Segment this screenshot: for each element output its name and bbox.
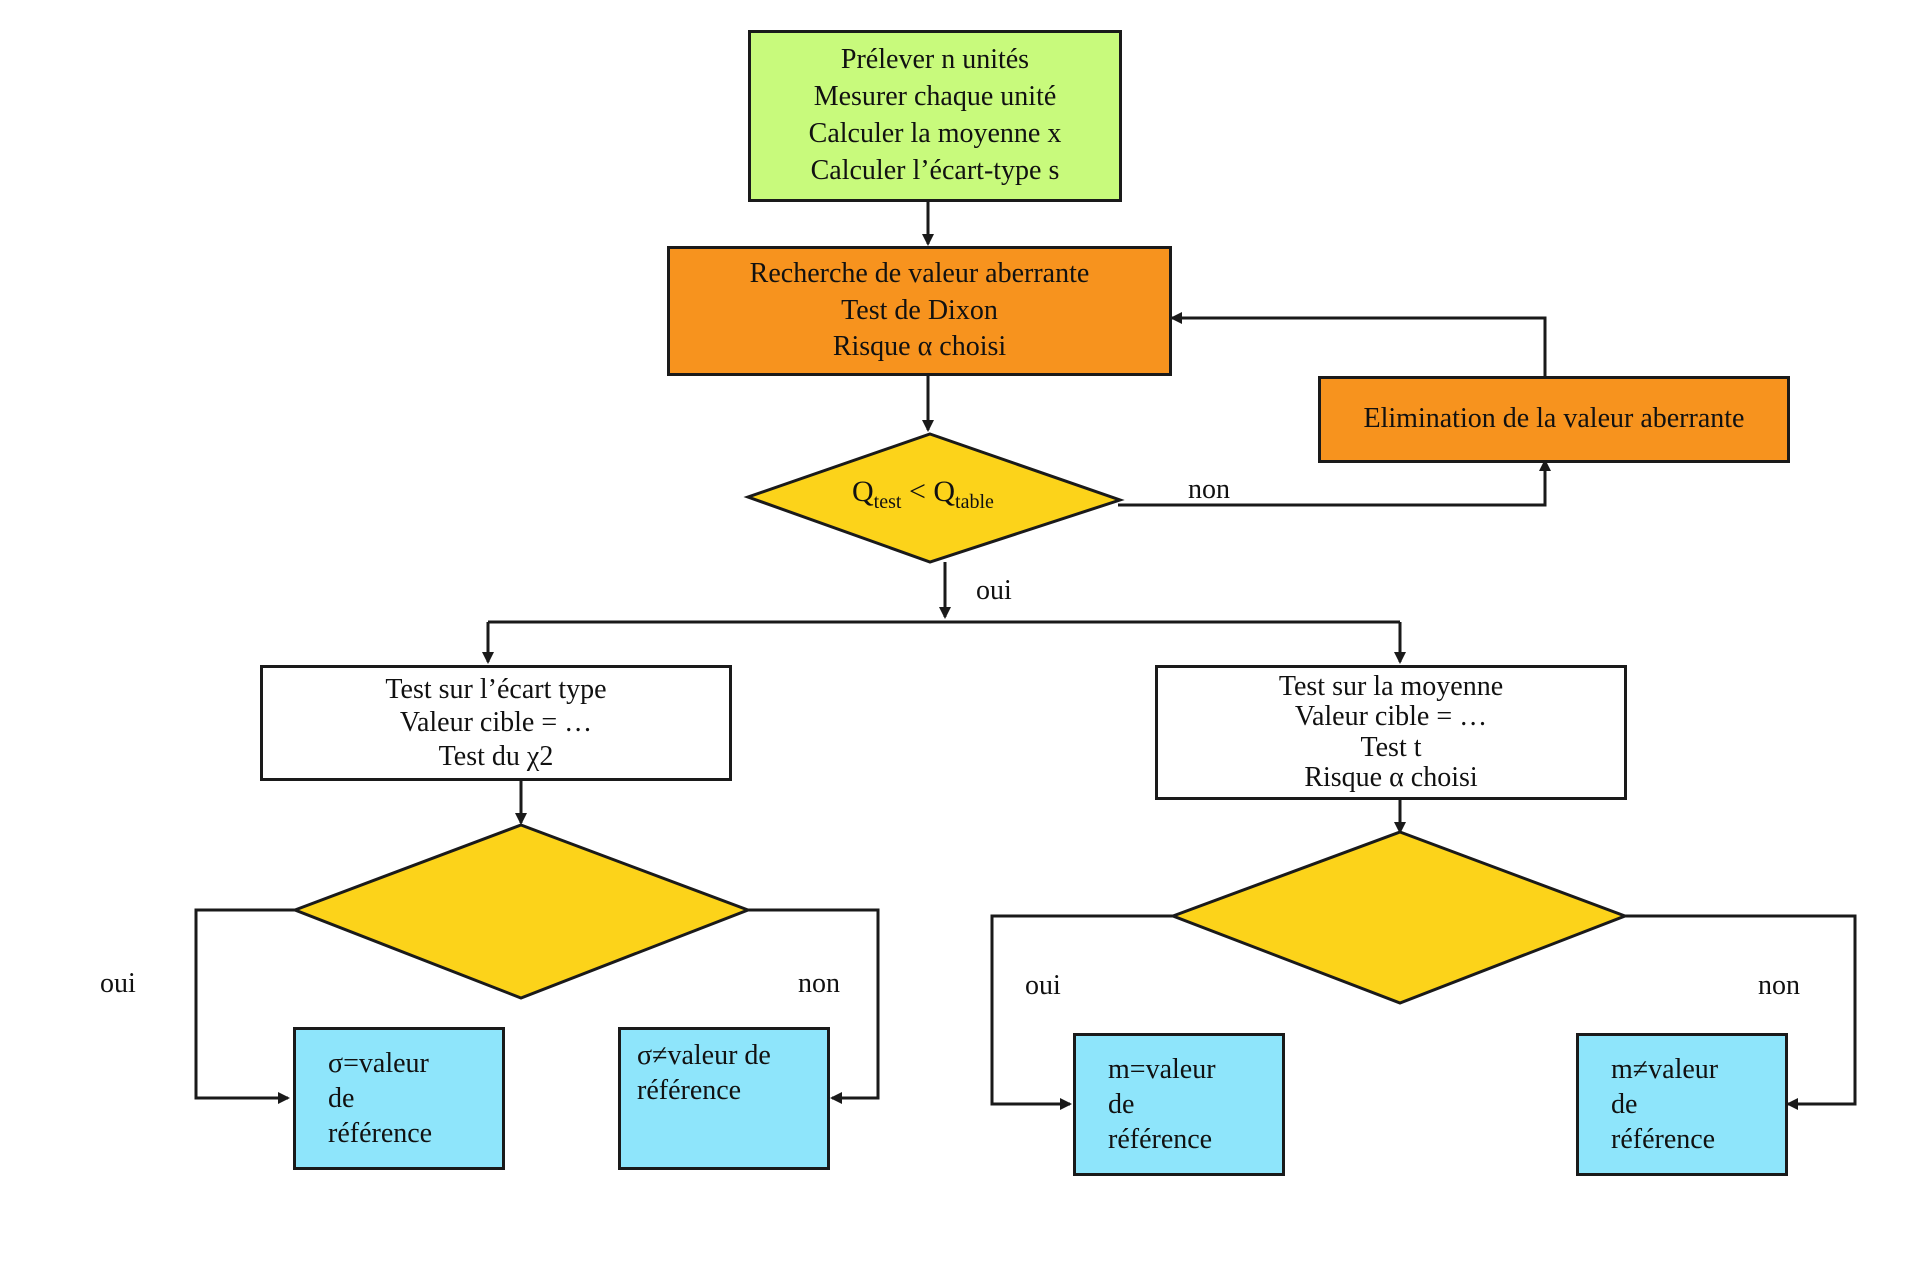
label-non-dixon: non bbox=[1188, 474, 1230, 505]
std-test-line-2: Valeur cible = … bbox=[399, 707, 593, 739]
label-oui-mean: oui bbox=[1025, 970, 1061, 1001]
mean-test-line-4: Risque α choisi bbox=[1304, 761, 1478, 793]
decision-diamond-mean bbox=[1168, 830, 1630, 1005]
start-line-1: Prélever n unités bbox=[840, 44, 1030, 76]
result-sigma-not-equal-line-2: référence bbox=[637, 1075, 742, 1106]
connector-mean-non bbox=[1625, 914, 1857, 1110]
label-oui-dixon: oui bbox=[976, 575, 1012, 606]
mean-test-box: Test sur la moyenne Valeur cible = … Tes… bbox=[1155, 665, 1627, 800]
result-m-not-equal-line-1: m≠valeur bbox=[1611, 1054, 1719, 1085]
start-line-2: Mesurer chaque unité bbox=[813, 81, 1057, 113]
dixon-line-2: Test de Dixon bbox=[841, 294, 998, 326]
result-m-not-equal-line-3: référence bbox=[1611, 1124, 1716, 1155]
result-m-not-equal-line-2: de bbox=[1611, 1089, 1638, 1120]
decision-diamond-q-test bbox=[743, 432, 1125, 564]
start-line-4: Calculer l’écart-type s bbox=[810, 154, 1060, 186]
result-m-not-equal: m≠valeur de référence bbox=[1576, 1033, 1788, 1176]
result-m-equal: m=valeur de référence bbox=[1073, 1033, 1285, 1176]
connector-decision-to-elimination bbox=[1118, 459, 1551, 507]
result-m-equal-line-1: m=valeur bbox=[1108, 1054, 1216, 1085]
connector-std-oui bbox=[194, 908, 295, 1104]
elimination-box: Elimination de la valeur aberrante bbox=[1318, 376, 1790, 463]
result-sigma-not-equal: σ≠valeur de référence bbox=[618, 1027, 830, 1170]
result-sigma-not-equal-line-1: σ≠valeur de bbox=[637, 1040, 771, 1071]
connector-elimination-to-dixon bbox=[1170, 312, 1547, 376]
result-sigma-equal-line-3: référence bbox=[328, 1118, 433, 1149]
start-step-box: Prélever n unités Mesurer chaque unité C… bbox=[748, 30, 1122, 202]
dixon-line-1: Recherche de valeur aberrante bbox=[749, 257, 1090, 289]
std-test-box: Test sur l’écart type Valeur cible = … T… bbox=[260, 665, 732, 781]
std-test-line-1: Test sur l’écart type bbox=[385, 674, 607, 706]
start-line-3: Calculer la moyenne x bbox=[808, 118, 1062, 149]
elimination-label: Elimination de la valeur aberrante bbox=[1363, 403, 1745, 435]
result-m-equal-line-3: référence bbox=[1108, 1124, 1213, 1155]
result-sigma-equal-line-2: de bbox=[328, 1083, 355, 1114]
connector-std-non bbox=[748, 908, 880, 1104]
connector-mean-oui bbox=[990, 914, 1173, 1110]
mean-test-line-1: Test sur la moyenne bbox=[1278, 671, 1504, 703]
mean-test-line-3: Test t bbox=[1360, 731, 1422, 763]
std-test-line-3: Test du χ2 bbox=[438, 740, 554, 772]
label-non-std: non bbox=[798, 968, 840, 999]
mean-test-line-2: Valeur cible = … bbox=[1294, 701, 1488, 733]
label-non-mean: non bbox=[1758, 970, 1800, 1001]
decision-q-condition: Qtest < Qtable bbox=[852, 475, 994, 513]
dixon-test-box: Recherche de valeur aberrante Test de Di… bbox=[667, 246, 1172, 376]
dixon-line-3: Risque α choisi bbox=[832, 331, 1007, 363]
result-m-equal-line-2: de bbox=[1108, 1089, 1135, 1120]
label-oui-std: oui bbox=[100, 968, 136, 999]
result-sigma-equal: σ=valeur de référence bbox=[293, 1027, 505, 1170]
result-sigma-equal-line-1: σ=valeur bbox=[328, 1048, 429, 1079]
decision-diamond-std bbox=[290, 823, 753, 1000]
